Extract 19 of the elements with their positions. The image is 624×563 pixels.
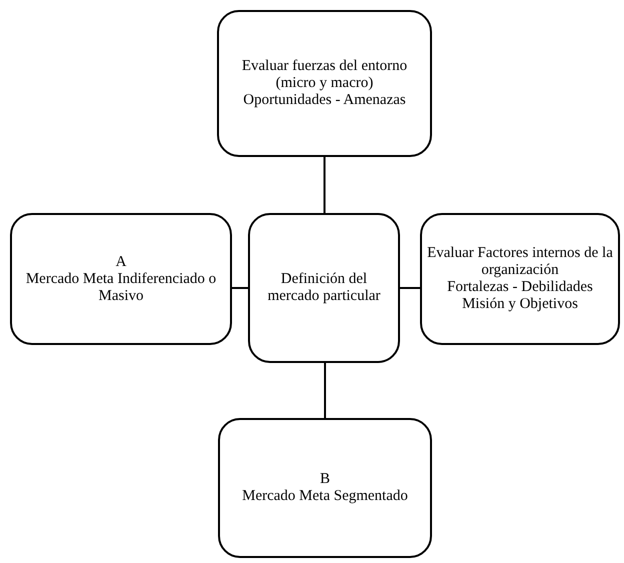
rounded-box bbox=[218, 418, 432, 558]
box-text: Evaluar Factores internos de la organización bbox=[426, 245, 614, 279]
box-text: Evaluar fuerzas del entorno (micro y macro) bbox=[240, 58, 408, 92]
rounded-box bbox=[248, 213, 400, 363]
connector-line bbox=[232, 287, 248, 289]
connector-line bbox=[324, 363, 326, 418]
rounded-box bbox=[10, 213, 232, 345]
box-text: Misión y Objetivos bbox=[462, 296, 578, 313]
box-text: Fortalezas - Debilidades bbox=[447, 279, 593, 296]
box-text: Definición del mercado particular bbox=[266, 271, 382, 305]
box-text: A bbox=[116, 254, 126, 270]
rounded-box bbox=[217, 10, 432, 157]
box-text: Oportunidades - Amenazas bbox=[243, 92, 406, 109]
box-text: B bbox=[320, 471, 330, 488]
box-text: Mercado Meta Segmentado bbox=[242, 488, 408, 505]
box-text: Mercado Meta Indiferenciado o Masivo bbox=[24, 270, 218, 304]
rounded-box bbox=[420, 213, 620, 345]
connector-line bbox=[400, 287, 420, 289]
connector-line bbox=[324, 157, 326, 213]
